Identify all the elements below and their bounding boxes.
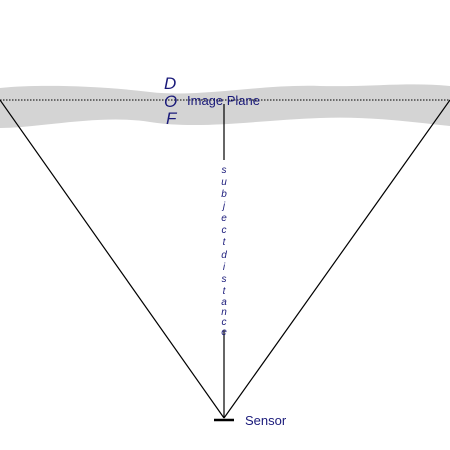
distance-letter: i: [223, 262, 226, 273]
distance-letter: e: [221, 213, 227, 224]
distance-letter: s: [222, 274, 227, 285]
dof-band: [0, 84, 450, 128]
distance-letter: j: [221, 201, 226, 212]
distance-letter: t: [223, 286, 227, 297]
distance-letter: a: [221, 297, 227, 308]
distance-letter: s: [222, 165, 227, 176]
distance-letter: c: [222, 225, 227, 236]
image-plane-label: Image Plane: [187, 93, 260, 108]
distance-letter: d: [221, 250, 227, 261]
distance-letter: u: [221, 177, 227, 188]
fov-right-line: [223, 99, 450, 419]
distance-letter: n: [221, 307, 227, 318]
distance-letter: c: [222, 317, 227, 328]
dof-letter-o: O: [164, 92, 177, 111]
distance-letter: e: [221, 327, 227, 338]
sensor-label: Sensor: [245, 413, 287, 428]
fov-left-line: [0, 99, 225, 419]
subject-distance-label: s u b j e c t d i s t a n c e: [221, 165, 227, 338]
distance-letter: t: [223, 237, 227, 248]
dof-letter-f: F: [166, 109, 178, 128]
dof-letter-d: D: [164, 74, 176, 93]
distance-letter: b: [221, 189, 227, 200]
